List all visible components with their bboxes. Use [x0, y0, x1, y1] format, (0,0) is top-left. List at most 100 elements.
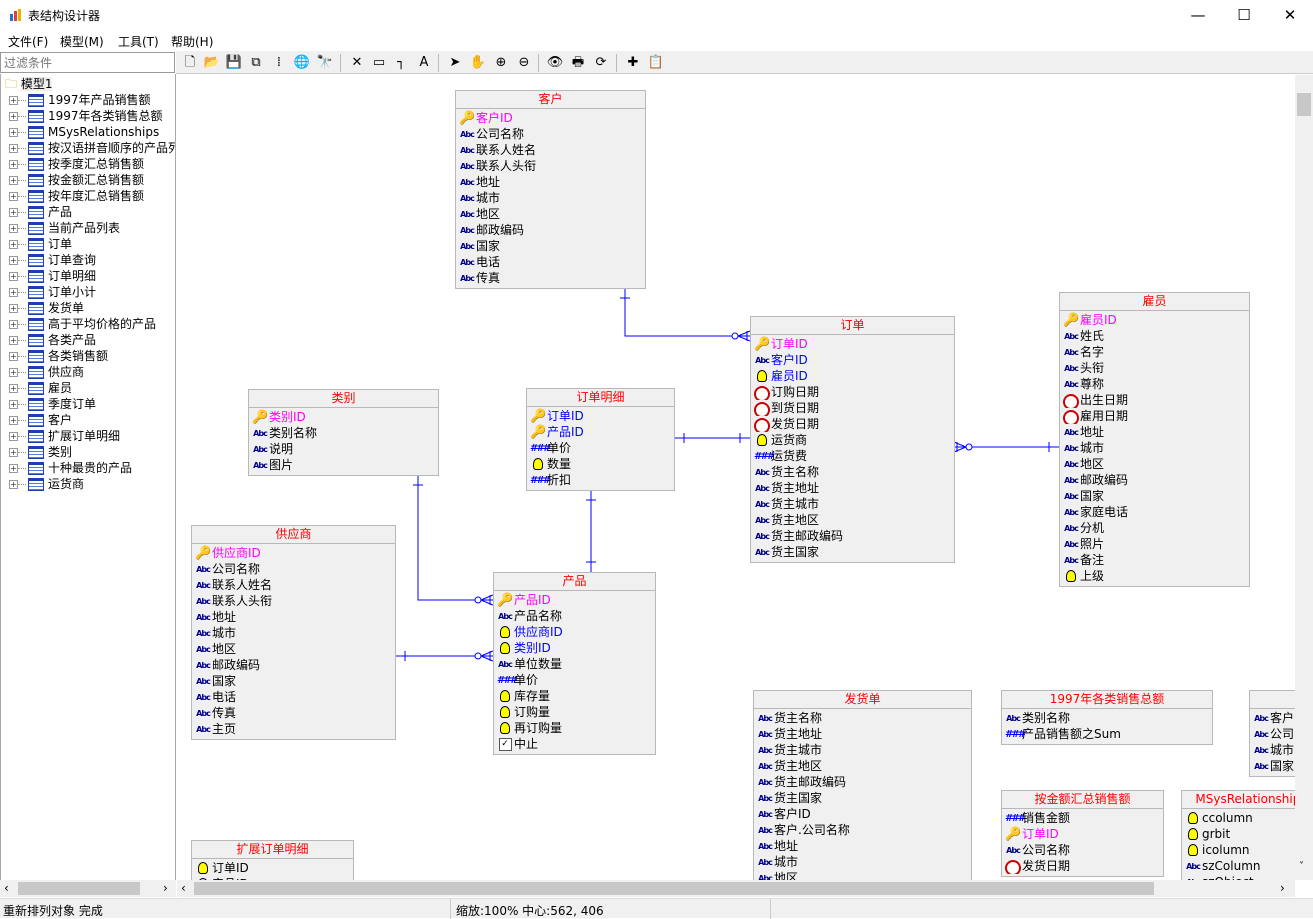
tree-item[interactable]: +按金额汇总销售额: [9, 172, 144, 188]
relation-customer-order[interactable]: [624, 288, 750, 337]
globe-button[interactable]: 🌐: [293, 54, 311, 72]
view-button[interactable]: 👁: [546, 54, 564, 72]
table-field[interactable]: 🔑订单ID: [751, 336, 954, 352]
tree-item[interactable]: +按汉语拼音顺序的产品列: [9, 140, 175, 156]
expand-icon[interactable]: +: [9, 256, 18, 265]
hand-button[interactable]: ✋: [469, 54, 487, 72]
table-field[interactable]: 雇用日期: [1060, 408, 1249, 424]
tree-horizontal-scrollbar[interactable]: ‹ ›: [0, 880, 176, 897]
pointer-button[interactable]: ➤: [446, 54, 464, 72]
tree-item[interactable]: +1997年各类销售总额: [9, 108, 163, 124]
table-field[interactable]: ###运货费: [751, 448, 954, 464]
expand-icon[interactable]: +: [9, 400, 18, 409]
table-field[interactable]: 发货日期: [751, 416, 954, 432]
save-button[interactable]: 💾: [225, 54, 243, 72]
many-marker[interactable]: [953, 446, 967, 453]
expand-icon[interactable]: +: [9, 464, 18, 473]
menu-model[interactable]: 模型(M): [60, 35, 104, 49]
expand-icon[interactable]: +: [9, 128, 18, 137]
tree-item[interactable]: +1997年产品销售额: [9, 92, 151, 108]
expand-icon[interactable]: +: [9, 320, 18, 329]
table-field[interactable]: 订单ID: [192, 860, 353, 876]
table-field[interactable]: 再订购量: [494, 720, 655, 736]
expand-icon[interactable]: +: [9, 416, 18, 425]
scroll-right-icon[interactable]: ›: [163, 881, 168, 895]
expand-icon[interactable]: +: [9, 272, 18, 281]
expand-icon[interactable]: +: [9, 176, 18, 185]
tree-item[interactable]: +各类销售额: [9, 348, 108, 364]
table-field[interactable]: grbit: [1182, 826, 1295, 842]
table-field[interactable]: icolumn: [1182, 842, 1295, 858]
canvas-horizontal-scrollbar[interactable]: ‹ ›: [177, 880, 1295, 897]
relation-button[interactable]: ┐: [392, 54, 410, 72]
scroll-thumb[interactable]: [18, 882, 140, 895]
expand-icon[interactable]: +: [9, 144, 18, 153]
expand-icon[interactable]: +: [9, 192, 18, 201]
tree-item[interactable]: +MSysRelationships: [9, 124, 159, 140]
tree-item[interactable]: +订单: [9, 236, 72, 252]
many-marker[interactable]: [480, 594, 494, 601]
tree-item[interactable]: +雇员: [9, 380, 72, 396]
find-button[interactable]: 🔭: [316, 54, 334, 72]
tree-item[interactable]: +高于平均价格的产品: [9, 316, 156, 332]
scroll-down-icon[interactable]: ˅: [1299, 861, 1304, 872]
table-field[interactable]: ###产品销售额之Sum: [1002, 726, 1212, 742]
many-marker[interactable]: [480, 655, 494, 662]
tree-item[interactable]: +订单查询: [9, 252, 96, 268]
tree-item[interactable]: +客户: [9, 412, 72, 428]
entity-table[interactable]: 订单明细🔑订单ID🔑产品ID###单价数量###折扣: [526, 388, 675, 491]
tree-item[interactable]: +订单明细: [9, 268, 96, 284]
table-field[interactable]: 🔑订单ID: [1002, 826, 1163, 842]
table-field[interactable]: ###销售金额: [1002, 810, 1163, 826]
properties-button[interactable]: 📋: [647, 54, 665, 72]
table-field[interactable]: 出生日期: [1060, 392, 1249, 408]
tree-root[interactable]: 🗀 模型1: [5, 76, 53, 92]
menu-help[interactable]: 帮助(H): [171, 35, 214, 49]
maximize-button[interactable]: ☐: [1237, 6, 1251, 24]
table-field[interactable]: ###单价: [527, 440, 674, 456]
menu-file[interactable]: 文件(F): [8, 35, 49, 49]
tree-item[interactable]: +按季度汇总销售额: [9, 156, 144, 172]
tree-item[interactable]: +各类产品: [9, 332, 96, 348]
table-field[interactable]: 🔑雇员ID: [1060, 312, 1249, 328]
layout-button[interactable]: ⁞: [270, 54, 288, 72]
table-button[interactable]: ▭: [370, 54, 388, 72]
